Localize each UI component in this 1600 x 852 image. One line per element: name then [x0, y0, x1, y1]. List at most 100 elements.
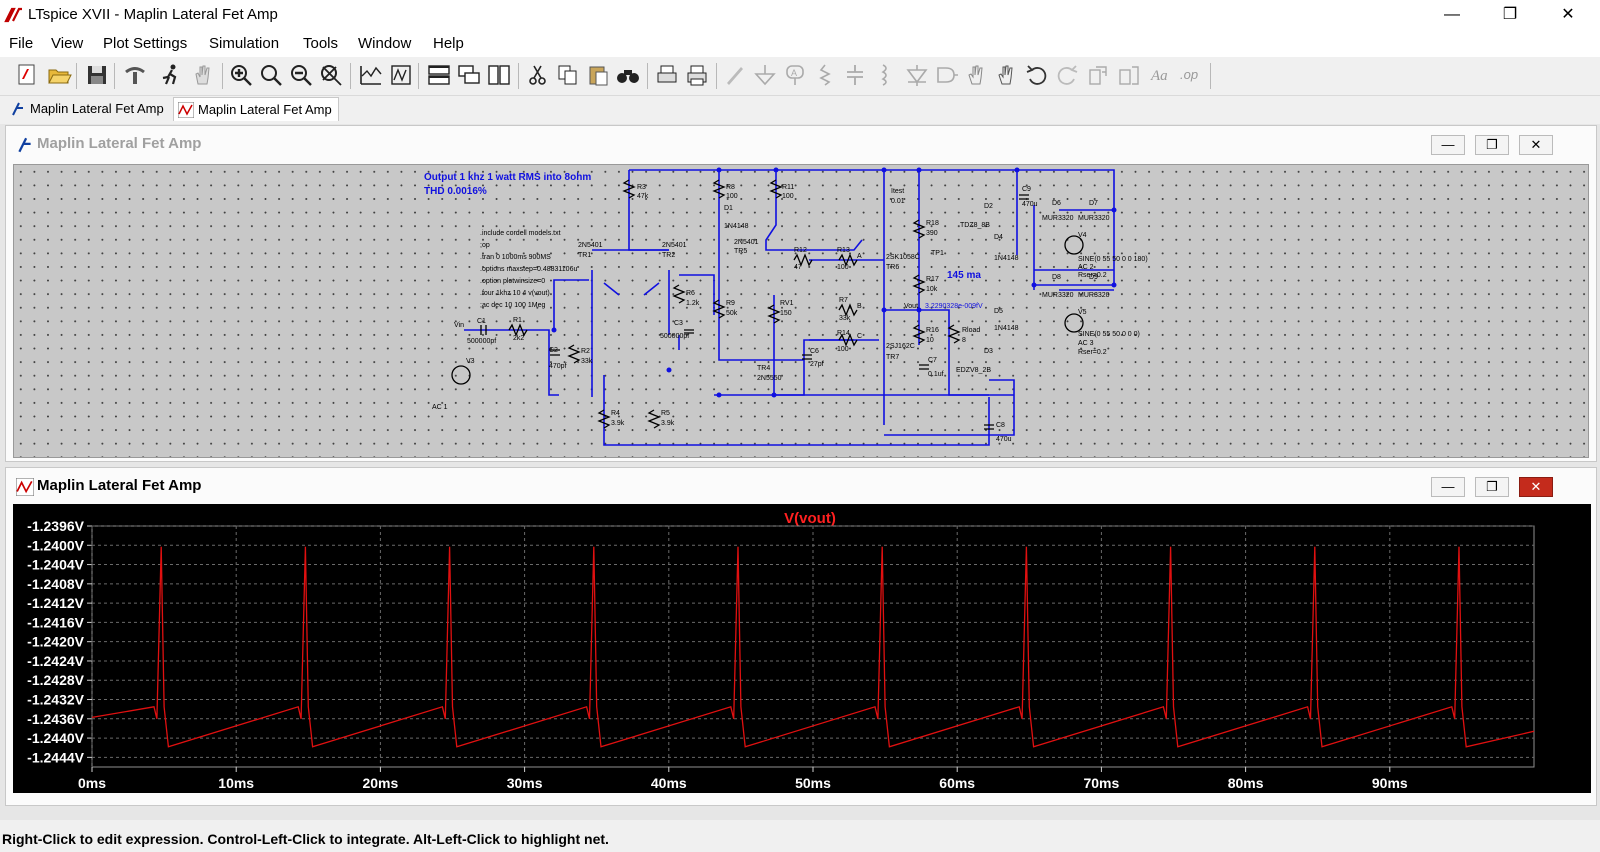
spice-directive[interactable]: .include cordell models.txt — [480, 230, 561, 237]
spice-directive[interactable]: .tran 0 1000ms 900MS — [480, 254, 551, 261]
open-folder-icon[interactable] — [46, 62, 72, 88]
schematic-minimize-button[interactable]: — — [1431, 135, 1465, 155]
cascade-icon[interactable] — [456, 62, 482, 88]
cut-icon[interactable] — [525, 62, 551, 88]
plot-pane[interactable]: V(vout) -1.2396V-1.2400V-1.2404V-1.2408V… — [13, 504, 1591, 793]
component-label: D9 — [1089, 274, 1098, 281]
zoom-area-icon[interactable] — [258, 62, 284, 88]
schematic-maximize-button[interactable]: ❐ — [1475, 135, 1509, 155]
spice-directive[interactable]: .four 1khz 10 4 v(vout) — [480, 290, 550, 297]
component-value: MUR3320 — [1042, 215, 1074, 222]
mirror-icon[interactable] — [1116, 62, 1142, 88]
print-setup-icon[interactable] — [654, 62, 680, 88]
spice-directive[interactable]: ;op — [480, 242, 490, 249]
tab-schematic[interactable]: Maplin Lateral Fet Amp — [6, 97, 170, 121]
ac-analysis-icon[interactable] — [388, 62, 414, 88]
v5-source-symbol[interactable] — [1064, 313, 1084, 333]
component-value: 8 — [962, 337, 966, 344]
draw-wire-icon[interactable] — [722, 62, 748, 88]
zoom-out-icon[interactable] — [288, 62, 314, 88]
zoom-in-icon[interactable] — [228, 62, 254, 88]
net-label: B — [857, 303, 862, 310]
component-value: 10 — [926, 337, 934, 344]
menu-plot-settings[interactable]: Plot Settings — [103, 35, 188, 52]
copy-icon[interactable] — [555, 62, 581, 88]
capacitor-icon[interactable] — [842, 62, 868, 88]
component-icon[interactable] — [934, 62, 960, 88]
menu-simulation[interactable]: Simulation — [209, 35, 280, 52]
spice-directive[interactable]: .option plotwinsize=0 — [480, 278, 545, 285]
find-icon[interactable] — [615, 62, 641, 88]
component-value: 470u — [996, 436, 1012, 443]
schematic-drawing[interactable]: Output 1 khz 1 watt RMS into 8ohm THD 0.… — [14, 165, 1588, 457]
x-tick-label: 10ms — [218, 775, 254, 791]
trace-vout-line — [91, 546, 1535, 748]
x-tick-label: 90ms — [1372, 775, 1408, 791]
paste-icon[interactable] — [585, 62, 611, 88]
move-icon[interactable] — [964, 62, 990, 88]
component-value: 27pf — [810, 361, 824, 368]
menu-view[interactable]: View — [51, 35, 84, 52]
schematic-canvas[interactable]: Output 1 khz 1 watt RMS into 8ohm THD 0.… — [13, 164, 1589, 458]
undo-icon[interactable] — [1024, 62, 1050, 88]
tab-waveform[interactable]: Maplin Lateral Fet Amp — [173, 97, 339, 121]
text-icon[interactable]: Aa — [1148, 62, 1174, 88]
zoom-cancel-icon[interactable] — [318, 62, 344, 88]
component-label: C9 — [1022, 186, 1031, 193]
trace-name-label[interactable]: V(vout) — [784, 510, 836, 527]
component-value: AC 1 — [432, 404, 448, 411]
new-schematic-icon[interactable] — [14, 62, 40, 88]
ground-icon[interactable] — [752, 62, 778, 88]
schematic-close-button[interactable]: ✕ — [1519, 135, 1553, 155]
component-value: 2k2 — [513, 335, 524, 342]
schematic-window-title: Maplin Lateral Fet Amp — [37, 135, 202, 152]
component-label: C7 — [928, 357, 937, 364]
component-value: 100 — [837, 264, 849, 271]
spice-directive[interactable]: ;ac dec 10 100 1Meg — [480, 302, 545, 309]
redo-icon[interactable] — [1054, 62, 1080, 88]
component-label: C2 — [549, 347, 558, 354]
waveform-close-button[interactable]: ✕ — [1519, 477, 1553, 497]
menu-tools[interactable]: Tools — [303, 35, 339, 52]
component-label: D8 — [1052, 274, 1061, 281]
y-axis-ticks: -1.2396V-1.2400V-1.2404V-1.2408V-1.2412V… — [27, 518, 84, 765]
tile-horizontal-icon[interactable] — [426, 62, 452, 88]
waveform-minimize-button[interactable]: — — [1431, 477, 1465, 497]
close-button[interactable]: ✕ — [1561, 6, 1575, 23]
component-value: MUR3320 — [1078, 215, 1110, 222]
print-icon[interactable] — [684, 62, 710, 88]
v4-source-symbol[interactable] — [1064, 235, 1084, 255]
diode-icon[interactable] — [904, 62, 930, 88]
component-value: 0.01 — [891, 198, 905, 205]
schematic-window-titlebar[interactable]: Maplin Lateral Fet Amp — ❐ ✕ — [6, 126, 1596, 162]
autorange-icon[interactable] — [358, 62, 384, 88]
save-icon[interactable] — [84, 62, 110, 88]
inductor-icon[interactable] — [872, 62, 898, 88]
component-value: MUR3320 — [1078, 292, 1110, 299]
spice-directive[interactable]: .options maxstep=0.48831106u — [480, 266, 577, 273]
toolbar-separator — [350, 63, 351, 89]
waveform-maximize-button[interactable]: ❐ — [1475, 477, 1509, 497]
v3-source-symbol[interactable] — [451, 365, 471, 385]
component-value: 33k — [839, 315, 851, 322]
menu-file[interactable]: File — [9, 35, 34, 52]
resistor-icon[interactable] — [812, 62, 838, 88]
toolbar-separator — [418, 63, 419, 89]
control-panel-icon[interactable] — [122, 62, 148, 88]
waveform-plot[interactable]: V(vout) -1.2396V-1.2400V-1.2404V-1.2408V… — [13, 504, 1591, 793]
tile-vertical-icon[interactable] — [486, 62, 512, 88]
component-value: 100 — [782, 193, 794, 200]
drag-icon[interactable] — [994, 62, 1020, 88]
pan-hand-icon[interactable] — [190, 62, 216, 88]
minimize-button[interactable]: — — [1444, 6, 1460, 23]
menu-window[interactable]: Window — [358, 35, 412, 52]
component-value: 500000pf — [660, 333, 689, 340]
menu-help[interactable]: Help — [433, 35, 464, 52]
maximize-button[interactable]: ❐ — [1502, 6, 1518, 23]
rotate-icon[interactable] — [1086, 62, 1112, 88]
x-tick-label: 30ms — [507, 775, 543, 791]
spice-directive-icon[interactable]: .op — [1178, 62, 1204, 88]
waveform-window-titlebar[interactable]: Maplin Lateral Fet Amp — ❐ ✕ — [6, 468, 1596, 504]
label-net-icon[interactable]: A — [782, 62, 808, 88]
run-icon[interactable] — [158, 62, 184, 88]
